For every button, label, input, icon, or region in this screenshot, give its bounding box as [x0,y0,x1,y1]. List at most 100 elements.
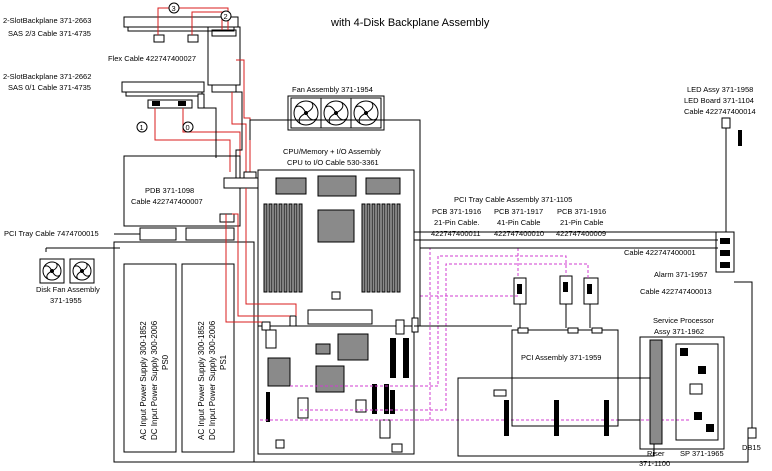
cpu-heatsink [275,177,307,195]
power-supply-ps0 [123,263,177,453]
sas-cable-0 [182,108,241,172]
dimm-slot [366,203,371,293]
sas-23-cable-label: SAS 2/3 Cable 371-4735 [8,29,91,38]
sas-connector [187,34,199,43]
cable-10-label: 422747400010 [494,229,544,238]
service-processor-assembly [639,336,725,450]
ps1-dc-label: DC Input Power Supply 300-2006 [208,320,217,440]
ps0-ac-label: AC Input Power Supply 300-1852 [139,321,148,440]
cpu-chip [317,209,355,243]
backplane-2662 [121,81,205,97]
cable-11-label: 422747400011 [431,229,481,238]
fan-assembly-label: Fan Assembly 371-1954 [292,85,373,94]
io-chip [337,333,369,361]
cable-13-label: Cable 422747400013 [640,287,712,296]
pcb-1917-label: PCB 371-1917 [494,207,543,216]
sas-connector [153,34,165,43]
dimm-slot [273,203,278,293]
cpu-heatsink [317,175,357,197]
fan-assembly [287,95,385,131]
riser-card [649,339,663,445]
sas-cable-2 [191,11,223,35]
flex-cable [207,26,241,93]
cpu-io-connector [307,309,373,325]
pci-tray-cable-21pin-b [300,263,589,411]
power-supply-bay [113,241,255,463]
led-cable-label: Cable 422747400014 [684,107,756,116]
flex-cable-label: Flex Cable 422747400027 [108,54,196,63]
dimm-slot [376,203,381,293]
pin41-label: 41-Pin Cable [497,218,540,227]
ps1-ac-label: AC Input Power Supply 300-1852 [197,321,206,440]
power-supply-ps1 [181,263,235,453]
pci-tray-pcb [513,277,527,305]
riser-part-label: 371-1100 [639,459,670,468]
cable-01-label: Cable 422747400001 [624,248,696,257]
disk-fan-icon [39,258,65,284]
dimm-slot [298,203,303,293]
cpu-io-cable-connector [223,177,259,189]
fan-icon [290,97,322,129]
pdb-cable-label: Cable 422747400007 [131,197,203,206]
dimm-slot [283,203,288,293]
dimm-slot [263,203,268,293]
dimm-slot [386,203,391,293]
pdb-label: PDB 371-1098 [145,186,194,195]
fan-icon [320,97,352,129]
sp-board [675,343,719,441]
ps0-label: PS0 [161,354,170,370]
sas-connector-block [147,99,193,109]
cpu-io-cable-label: CPU to I/O Cable 530-3361 [287,158,379,167]
db15-label: DB15 [742,443,761,452]
dimm-slot [293,203,298,293]
dimm-slot [371,203,376,293]
pin21b-label: 21-Pin Cable [560,218,603,227]
io-chip [315,365,345,393]
disk-fan-label: Disk Fan Assembly [36,285,100,294]
service-processor-assy-label: Assy 371-1962 [654,327,704,336]
pin21a-label: 21-Pin Cable. [434,218,479,227]
db15-connector [747,427,757,439]
pci-tray-pcb [559,275,573,305]
marker-1: 1 [136,121,148,133]
dimm-slot [278,203,283,293]
pci-tray-pcb [583,277,599,305]
fan-icon [350,97,382,129]
led-board-label: LED Board 371-1104 [684,96,754,105]
dimm-slot [391,203,396,293]
disk-fan-part-label: 371-1955 [50,296,82,305]
cable-09-label: 422747400009 [556,229,606,238]
led-assy-label: LED Assy 371-1958 [687,85,753,94]
led-board [721,117,731,129]
disk-fan-icon [69,258,95,284]
cpu-memory-label: CPU/Memory + I/O Assembly [283,147,381,156]
riser-label: Riser [647,449,665,458]
service-processor-label: Service Processor [653,316,714,325]
cpu-heatsink [365,177,401,195]
backplane-2663 [123,16,239,32]
diagram-title: with 4-Disk Backplane Assembly [330,17,490,29]
pdb-board [123,155,241,227]
svg-text:2: 2 [224,12,228,21]
marker-3: 3 [168,2,180,14]
ps1-label: PS1 [219,354,228,370]
dimm-slot [268,203,273,293]
svg-text:3: 3 [172,4,176,13]
sas-cable-1 [154,108,231,172]
alarm-label: Alarm 371-1957 [654,270,707,279]
flex-connector [197,93,205,109]
io-board [257,325,415,455]
ps0-dc-label: DC Input Power Supply 300-2006 [150,320,159,440]
pci-tray-cable-label: PCI Tray Cable 7474700015 [4,229,99,238]
pci-assembly-label: PCI Assembly 371-1959 [521,353,601,362]
dimm-slot [288,203,293,293]
dimm-slot [361,203,366,293]
pcb-1916b-label: PCB 371-1916 [557,207,606,216]
backplane-2663-label: 2-SlotBackplane 371-2663 [3,16,91,25]
dimm-slot [381,203,386,293]
io-chip [267,357,291,387]
dimm-slot [396,203,401,293]
pci-tray-cable-41pin [290,255,567,387]
